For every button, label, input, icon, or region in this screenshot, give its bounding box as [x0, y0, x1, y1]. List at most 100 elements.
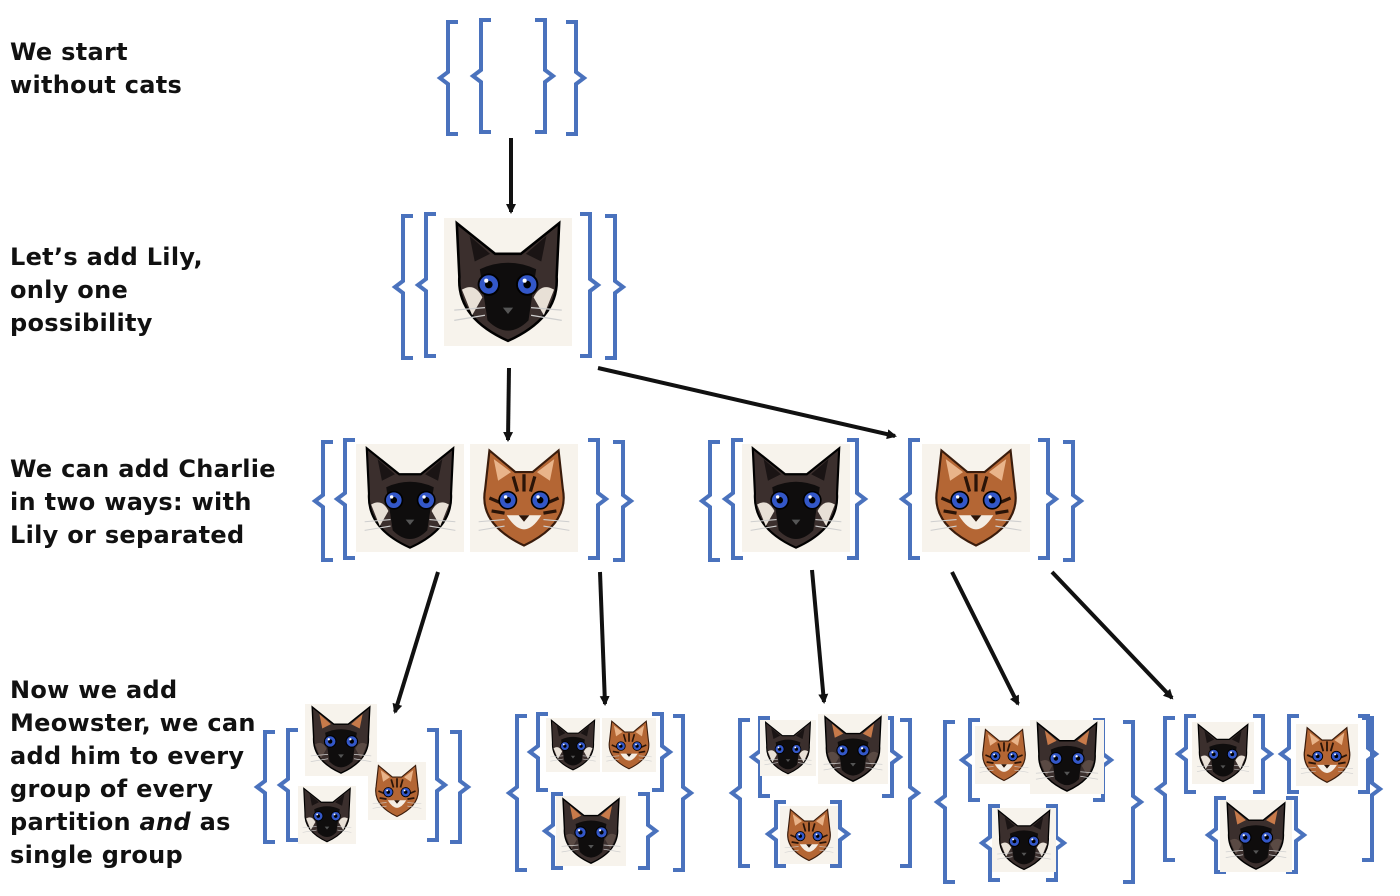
tabby-cat-icon	[975, 726, 1033, 784]
group-brace-left	[978, 804, 1000, 882]
siamese-cat-icon	[298, 786, 356, 844]
label-start-without-cats: We start without cats	[10, 38, 183, 99]
partition-all-together	[253, 704, 472, 844]
tabby-cat-icon	[922, 444, 1030, 552]
group	[898, 438, 1060, 560]
partition-lily-charlie-together	[311, 438, 635, 562]
arrow-together-to-lc-m	[598, 571, 610, 706]
tabby-cat-icon	[602, 718, 656, 772]
tabby-cat-icon	[470, 444, 578, 552]
arrow-separate-to-l-cm	[950, 571, 1020, 706]
group	[414, 212, 602, 358]
outer-brace-right	[1123, 720, 1145, 884]
dark-siamese-cat-icon	[556, 796, 626, 866]
group-brace-left	[764, 800, 786, 868]
arrows	[392, 138, 1174, 714]
group	[958, 718, 1115, 802]
outer-brace-right	[1362, 716, 1384, 862]
siamese-cat-icon	[992, 808, 1056, 872]
arrow-separate-to-lm-c	[810, 569, 829, 704]
group-brace-right	[580, 212, 602, 358]
arrow-separate-to-all-separate	[1050, 570, 1174, 700]
dark-siamese-cat-icon	[1220, 800, 1292, 872]
group	[526, 712, 674, 792]
dark-siamese-cat-icon	[818, 714, 888, 784]
group-brace-right	[588, 438, 610, 560]
group	[333, 438, 610, 560]
group-brace-left	[414, 212, 436, 358]
partition-lily-plus-charlie-meowster	[933, 718, 1145, 884]
outer-brace-left	[698, 440, 720, 562]
tabby-cat-icon	[780, 806, 838, 864]
group-brace-right	[1046, 804, 1068, 882]
group	[276, 704, 449, 844]
group-brace-left	[958, 718, 980, 802]
outer-brace-left	[933, 720, 955, 884]
partition-nodes	[253, 18, 1384, 884]
group	[1174, 714, 1275, 794]
group-brace-right	[1253, 714, 1275, 794]
outer-brace-left	[728, 718, 750, 868]
group-brace-right	[535, 18, 557, 134]
siamese-cat-icon	[356, 444, 464, 552]
outer-brace-left	[505, 714, 527, 872]
group	[764, 800, 852, 868]
partition-lily	[391, 212, 627, 360]
outer-brace-right	[1063, 440, 1085, 562]
group	[721, 438, 869, 560]
siamese-cat-icon	[742, 444, 850, 552]
group-brace-right	[652, 712, 674, 792]
dark-siamese-cat-icon	[1030, 720, 1104, 794]
group-brace-left	[1204, 796, 1226, 874]
arrow-lily-to-separate	[597, 366, 897, 440]
outer-brace-left	[1153, 716, 1175, 862]
outer-brace-right	[900, 718, 922, 868]
arrow-lily-to-together	[503, 367, 514, 442]
tabby-cat-icon	[1296, 724, 1358, 786]
group-brace-right	[882, 716, 904, 798]
label-add-meowster: Now we add Meowster, we can add him to e…	[10, 676, 256, 869]
group	[978, 804, 1068, 882]
siamese-cat-icon	[444, 218, 572, 346]
partition-all-separate	[1153, 714, 1384, 874]
siamese-cat-icon	[1192, 722, 1254, 784]
partition-lily-meowster-plus-charlie	[728, 714, 922, 868]
label-add-charlie: We can add Charlie in two ways: with Lil…	[10, 455, 276, 549]
outer-brace-right	[605, 214, 627, 360]
group-brace-left	[526, 712, 548, 792]
siamese-cat-icon	[546, 718, 600, 772]
group-brace-left	[1174, 714, 1196, 794]
dark-siamese-cat-icon	[305, 704, 377, 776]
tabby-cat-icon	[368, 762, 426, 820]
group-brace-right	[427, 728, 449, 842]
group-brace-right	[1286, 796, 1308, 874]
outer-brace-right	[450, 730, 472, 844]
group	[1204, 796, 1308, 874]
group-brace-left	[333, 438, 355, 560]
group-brace-right	[847, 438, 869, 560]
group-brace-left	[898, 438, 920, 560]
outer-brace-left	[436, 20, 458, 136]
group	[541, 792, 660, 870]
group-brace-right	[830, 800, 852, 868]
group-brace-right	[1038, 438, 1060, 560]
outer-brace-left	[253, 730, 275, 844]
outer-brace-left	[311, 440, 333, 562]
partition-lily-charlie-separate	[698, 438, 1085, 562]
outer-brace-right	[566, 20, 588, 136]
group-brace-left	[541, 792, 563, 870]
group-brace-left	[1277, 714, 1299, 794]
group	[748, 714, 904, 798]
group-brace-right	[1358, 714, 1380, 794]
group-brace-right	[638, 792, 660, 870]
partition-lily-charlie-plus-meowster	[505, 712, 695, 872]
partition-empty	[436, 18, 588, 136]
group-brace-left	[469, 18, 491, 134]
arrow-together-to-all	[392, 571, 440, 714]
outer-brace-right	[673, 714, 695, 872]
outer-brace-right	[613, 440, 635, 562]
group	[1277, 714, 1380, 794]
label-add-lily: Let’s add Lily, only one possibility	[10, 243, 203, 337]
siamese-cat-icon	[760, 720, 816, 776]
